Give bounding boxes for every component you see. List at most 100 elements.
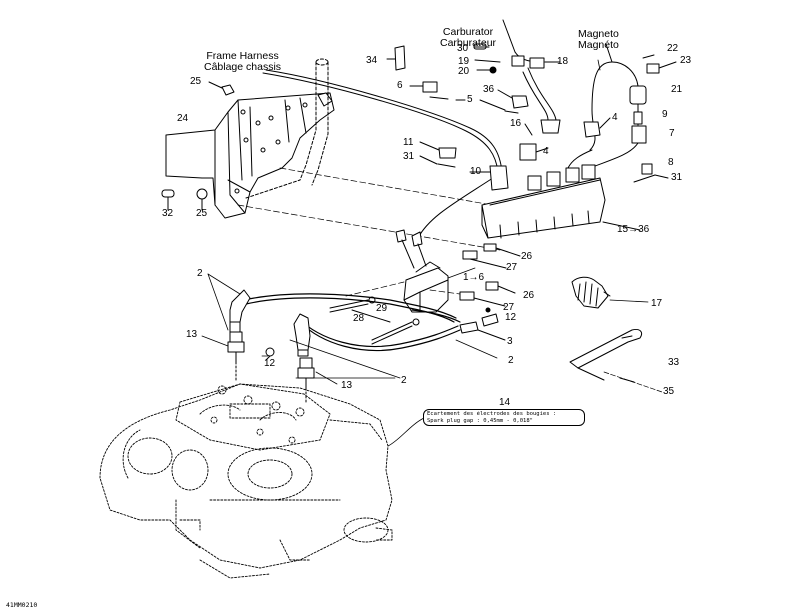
spark-plug-gap-note: Ecartement des électrodes des bougies : … — [423, 409, 585, 426]
callout-5: 5 — [467, 94, 473, 105]
note-leader — [387, 417, 425, 447]
figure-code: 41MM0210 — [6, 601, 38, 609]
carburator-title-en: Carburator — [442, 26, 494, 38]
part-11 — [438, 147, 457, 159]
callout-23: 23 — [680, 55, 692, 66]
callout-6: 6 — [397, 80, 403, 91]
callout-24: 24 — [177, 113, 189, 124]
callout-33: 33 — [668, 357, 680, 368]
part-8 — [641, 163, 653, 175]
callout-26-bottom: 26 — [523, 290, 535, 301]
callout-21: 21 — [671, 84, 683, 95]
callout-11: 11 — [403, 137, 414, 148]
callout-2-bottom: 2 — [401, 375, 407, 386]
part-12a — [485, 307, 491, 313]
callout-16: 16 — [510, 118, 522, 129]
part-28 — [351, 309, 391, 323]
part-20 — [489, 66, 497, 74]
callout-27-bottom: 27 — [503, 302, 515, 313]
part-12b — [265, 347, 275, 357]
part-22 — [642, 54, 655, 59]
callout-28: 28 — [353, 313, 365, 324]
part-27b — [459, 291, 475, 301]
cdi-box — [481, 164, 641, 239]
carburator-title: Carburator Carburateur — [440, 27, 496, 49]
callout-27-top: 27 — [506, 262, 518, 273]
part-17 — [571, 276, 611, 309]
callout-8: 8 — [668, 157, 674, 168]
magneto-title: Magneto Magnéto — [578, 29, 619, 51]
part-27a — [462, 250, 478, 260]
callout-29: 29 — [376, 303, 388, 314]
callout-13-right: 13 — [341, 380, 353, 391]
frame-harness-title-en: Frame Harness — [206, 50, 279, 62]
frame-tube — [245, 58, 329, 199]
callout-4-magneto: 4 — [612, 112, 618, 123]
callout-12-right: 12 — [505, 312, 517, 323]
part-5 — [429, 96, 449, 100]
callout-1-6: 1→6 — [463, 272, 485, 283]
callout-7: 7 — [669, 128, 675, 139]
alignment-lines-mid — [345, 281, 461, 297]
callout-3: 3 — [507, 336, 513, 347]
alignment-lines-upper — [237, 167, 501, 251]
callout-2-left: 2 — [197, 268, 203, 279]
callout-35: 35 — [663, 386, 675, 397]
callout-31-left: 31 — [403, 151, 415, 162]
callout-19: 19 — [458, 56, 470, 67]
callout-12-left: 12 — [264, 358, 276, 369]
part-31a — [437, 163, 456, 168]
callout-4-carb: 4 — [543, 146, 549, 157]
callout-20: 20 — [458, 66, 470, 77]
part-19 — [474, 59, 501, 63]
callout-26-top: 26 — [521, 251, 533, 262]
carburator-title-fr: Carburateur — [440, 37, 497, 49]
spark-plug-left — [227, 331, 245, 383]
carburator-harness — [502, 19, 561, 134]
callout-30: 30 — [457, 43, 469, 54]
part-4-connector — [519, 143, 537, 161]
note-line-1: Ecartement des électrodes des bougies : — [427, 411, 557, 417]
callout-13-left: 13 — [186, 329, 198, 340]
frame-harness-title-fr: Câblage chassis — [204, 61, 282, 73]
part-26a — [483, 243, 497, 252]
part-31b — [633, 174, 656, 183]
callout-36: 36 — [483, 84, 495, 95]
part-25b — [196, 188, 208, 200]
note-line-2: Spark plug gap : 0,45mm - 0,018" — [427, 418, 533, 424]
frame-harness-title: Frame Harness Câblage chassis — [204, 51, 281, 73]
part-36 — [511, 95, 529, 109]
magneto-title-en: Magneto — [578, 28, 619, 40]
callout-2-right: 2 — [508, 355, 514, 366]
callout-15: 15→36 — [617, 224, 650, 235]
callout-18: 18 — [557, 56, 569, 67]
ignition-coil — [395, 229, 449, 313]
part-32 — [161, 189, 175, 198]
part-3 — [459, 321, 479, 334]
callout-10: 10 — [470, 166, 482, 177]
spark-plug-right — [297, 357, 315, 405]
callout-31-right: 31 — [671, 172, 683, 183]
bracket-part — [165, 92, 335, 219]
part-25-top — [221, 84, 235, 96]
frame-harness-wire — [262, 69, 503, 239]
callout-25-bottom: 25 — [196, 208, 208, 219]
callout-9: 9 — [662, 109, 668, 120]
callout-25-top: 25 — [190, 76, 202, 87]
spark-plug-cap-right — [293, 313, 311, 357]
part-34 — [394, 45, 406, 71]
leader-lines — [201, 59, 649, 385]
magneto-harness — [567, 43, 647, 169]
engine-block — [99, 383, 393, 579]
part-23 — [646, 63, 660, 74]
callout-14: 14 — [499, 397, 511, 408]
part-26b — [485, 281, 499, 291]
spark-plug-cap-left — [229, 289, 251, 333]
ht-leads — [243, 293, 461, 352]
part-5-pin — [504, 110, 519, 114]
part-29 — [329, 299, 369, 309]
callout-32: 32 — [162, 208, 174, 219]
magneto-title-fr: Magnéto — [578, 39, 619, 51]
part-33 — [569, 329, 643, 381]
